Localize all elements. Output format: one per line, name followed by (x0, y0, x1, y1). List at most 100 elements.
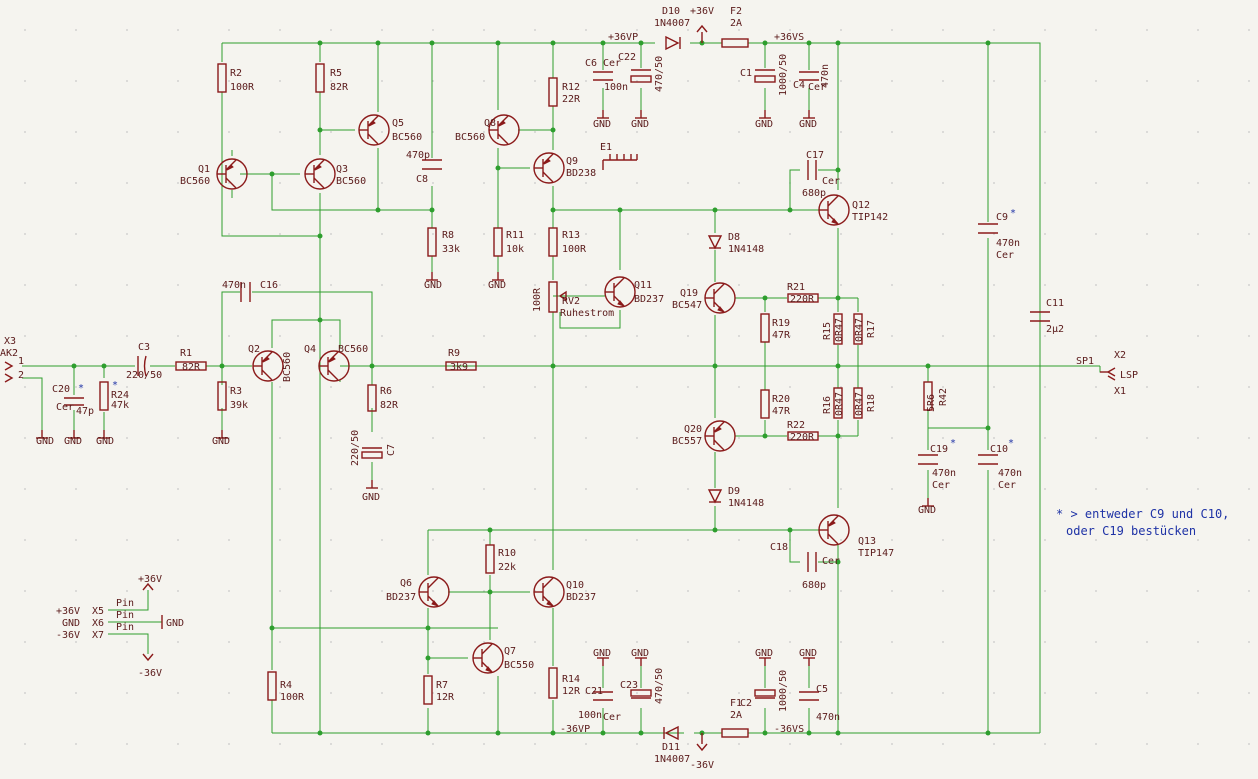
svg-text:R19: R19 (772, 318, 790, 329)
svg-text:AK2: AK2 (0, 348, 18, 359)
svg-text:47p: 47p (76, 406, 94, 417)
svg-text:BD238: BD238 (566, 168, 596, 179)
svg-text:C17: C17 (806, 150, 824, 161)
svg-text:GND: GND (488, 280, 506, 291)
labels: X3 AK2 1 2 C20 * Cer 47p R24 * 47k C3 22… (0, 6, 1138, 771)
svg-text:1N4148: 1N4148 (728, 498, 764, 509)
svg-text:C19: C19 (930, 444, 948, 455)
svg-text:-36VS: -36VS (774, 724, 804, 735)
ground-symbols (35, 24, 935, 752)
svg-text:R13: R13 (562, 230, 580, 241)
svg-text:-36V: -36V (690, 760, 714, 771)
svg-text:+36V: +36V (56, 606, 80, 617)
svg-text:D9: D9 (728, 486, 740, 497)
svg-text:100R: 100R (230, 82, 255, 93)
svg-text:Cer: Cer (808, 82, 826, 93)
svg-text:2µ2: 2µ2 (1046, 324, 1064, 335)
svg-text:R12: R12 (562, 82, 580, 93)
svg-text:D10: D10 (662, 6, 680, 17)
svg-text:F1: F1 (730, 698, 742, 709)
svg-text:2A: 2A (730, 710, 742, 721)
svg-text:R15: R15 (822, 322, 833, 340)
svg-text:-36V: -36V (138, 668, 162, 679)
svg-text:R1: R1 (180, 348, 192, 359)
svg-text:C5: C5 (816, 684, 828, 695)
background-grid (24, 29, 1250, 745)
svg-text:Cer: Cer (56, 402, 74, 413)
svg-text:R42: R42 (938, 388, 949, 406)
svg-text:Q1: Q1 (198, 164, 210, 175)
svg-text:*: * (950, 438, 956, 449)
svg-text:12R: 12R (436, 692, 455, 703)
svg-text:-36VP: -36VP (560, 724, 590, 735)
svg-text:oder C19 bestücken: oder C19 bestücken (1066, 524, 1196, 538)
svg-text:R10: R10 (498, 548, 516, 559)
svg-text:100R: 100R (280, 692, 305, 703)
svg-text:C22: C22 (618, 52, 636, 63)
svg-text:X3: X3 (4, 336, 16, 347)
svg-text:R22: R22 (787, 420, 805, 431)
svg-text:GND: GND (799, 119, 817, 130)
svg-text:GND: GND (593, 648, 611, 659)
svg-text:BC560: BC560 (282, 352, 293, 382)
svg-text:Q11: Q11 (634, 280, 652, 291)
svg-text:22R: 22R (562, 94, 581, 105)
svg-text:F2: F2 (730, 6, 742, 17)
svg-text:+36VP: +36VP (608, 32, 638, 43)
svg-text:470n: 470n (996, 238, 1020, 249)
svg-text:GND: GND (62, 618, 80, 629)
svg-text:C4: C4 (793, 80, 805, 91)
svg-text:Cer: Cer (998, 480, 1016, 491)
svg-text:470/50: 470/50 (654, 56, 665, 92)
svg-text:Cer: Cer (603, 58, 621, 69)
svg-text:0R47: 0R47 (834, 392, 845, 416)
svg-text:* > entweder C9 und C10,: * > entweder C9 und C10, (1056, 507, 1229, 521)
svg-text:100n: 100n (578, 710, 602, 721)
svg-text:Q2: Q2 (248, 344, 260, 355)
svg-text:C6: C6 (585, 58, 597, 69)
connectors (4, 361, 1116, 383)
svg-text:X5: X5 (92, 606, 104, 617)
svg-text:47k: 47k (111, 400, 129, 411)
svg-text:C9: C9 (996, 212, 1008, 223)
svg-text:*: * (78, 383, 84, 394)
svg-text:GND: GND (212, 436, 230, 447)
svg-text:Pin: Pin (116, 622, 134, 633)
svg-text:680p: 680p (802, 580, 826, 591)
svg-text:Cer: Cer (996, 250, 1014, 261)
svg-text:470n: 470n (222, 280, 246, 291)
svg-text:TIP147: TIP147 (858, 548, 894, 559)
svg-text:C10: C10 (990, 444, 1008, 455)
capacitors (64, 69, 1050, 701)
svg-text:Q10: Q10 (566, 580, 584, 591)
svg-text:TIP142: TIP142 (852, 212, 888, 223)
svg-text:Q20: Q20 (684, 424, 702, 435)
svg-text:GND: GND (799, 648, 817, 659)
svg-text:R21: R21 (787, 282, 805, 293)
svg-text:R2: R2 (230, 68, 242, 79)
svg-text:X2: X2 (1114, 350, 1126, 361)
svg-text:C11: C11 (1046, 298, 1064, 309)
svg-text:47R: 47R (772, 406, 791, 417)
svg-text:*: * (1008, 438, 1014, 449)
svg-text:470n: 470n (816, 712, 840, 723)
svg-text:Cer: Cer (603, 712, 621, 723)
svg-text:BC547: BC547 (672, 300, 702, 311)
svg-text:220R: 220R (790, 432, 815, 443)
svg-text:2A: 2A (730, 18, 742, 29)
svg-text:R14: R14 (562, 674, 580, 685)
svg-text:680p: 680p (802, 188, 826, 199)
svg-text:+36V: +36V (138, 574, 162, 585)
svg-text:BC560: BC560 (336, 176, 366, 187)
svg-text:GND: GND (96, 436, 114, 447)
svg-text:BC560: BC560 (455, 132, 485, 143)
svg-text:Q3: Q3 (336, 164, 348, 175)
svg-text:Q12: Q12 (852, 200, 870, 211)
svg-text:220/50: 220/50 (350, 430, 361, 466)
svg-text:GND: GND (424, 280, 442, 291)
junction-dots (71, 40, 991, 736)
svg-text:0R47: 0R47 (854, 318, 865, 342)
svg-text:C20: C20 (52, 384, 70, 395)
svg-text:BD237: BD237 (634, 294, 664, 305)
svg-text:BC560: BC560 (180, 176, 210, 187)
